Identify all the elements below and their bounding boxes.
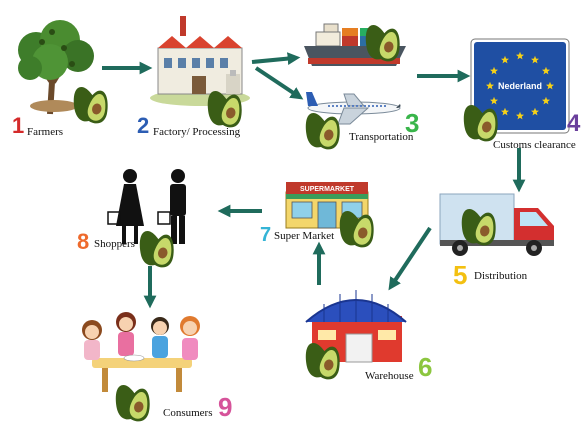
avocado-icon bbox=[305, 343, 340, 380]
step-5-number: 5 bbox=[453, 260, 468, 290]
eu-star bbox=[490, 96, 498, 105]
arrow-factory-to-plane bbox=[254, 66, 304, 100]
eu-star bbox=[542, 96, 550, 105]
avocado-icon bbox=[115, 385, 150, 422]
step-8-number: 8 bbox=[77, 229, 90, 254]
step-8-label: Shoppers bbox=[94, 238, 135, 250]
step-7-label: Super Market bbox=[274, 230, 335, 242]
avocado-icon bbox=[339, 211, 374, 248]
eu-star bbox=[531, 107, 539, 116]
avocado-icon bbox=[305, 113, 340, 150]
step-1-number: 1 bbox=[12, 113, 25, 138]
avocado-icon bbox=[365, 25, 400, 62]
eu-star bbox=[501, 107, 509, 116]
consumers-icon bbox=[82, 312, 200, 392]
shoppers-icon bbox=[107, 169, 186, 244]
eu-star bbox=[546, 81, 554, 90]
avocado-icon bbox=[73, 87, 108, 124]
step-3-label: Transportation bbox=[349, 131, 414, 143]
eu-sign-text: Nederland bbox=[498, 81, 542, 91]
eu-star bbox=[490, 66, 498, 75]
arrow-distribution-to-warehouse bbox=[388, 226, 432, 291]
step-7-number: 7 bbox=[260, 224, 272, 246]
step-1-label: Farmers bbox=[27, 126, 64, 138]
step-9-number: 9 bbox=[218, 392, 233, 422]
step-4-label: Customs clearance bbox=[493, 139, 576, 151]
avocado-icon bbox=[461, 209, 496, 246]
avocado-icon bbox=[463, 105, 498, 142]
step-5-label: Distribution bbox=[474, 270, 528, 282]
supermarket-sign-text: SUPERMARKET bbox=[300, 186, 355, 193]
eu-sign-icon: Nederland bbox=[470, 38, 570, 134]
step-6-label: Warehouse bbox=[365, 370, 414, 382]
eu-star bbox=[542, 66, 550, 75]
eu-star bbox=[486, 81, 494, 90]
step-6-number: 6 bbox=[418, 352, 433, 382]
step-4-number: 4 bbox=[567, 110, 581, 137]
factory-icon bbox=[150, 16, 250, 106]
eu-star bbox=[516, 51, 524, 60]
step-9-label: Consumers bbox=[163, 407, 213, 419]
eu-star bbox=[501, 55, 509, 64]
eu-star bbox=[531, 55, 539, 64]
plane-icon bbox=[306, 92, 401, 125]
step-2-label: Factory/ Processing bbox=[153, 126, 241, 138]
tree-icon bbox=[18, 20, 94, 115]
arrow-factory-to-ship bbox=[251, 52, 301, 65]
avocado-icon bbox=[207, 91, 242, 128]
eu-star bbox=[516, 111, 524, 120]
warehouse-icon bbox=[305, 290, 407, 363]
step-3-number: 3 bbox=[405, 108, 420, 138]
avocado-icon bbox=[139, 231, 174, 268]
step-2-number: 2 bbox=[137, 113, 150, 138]
